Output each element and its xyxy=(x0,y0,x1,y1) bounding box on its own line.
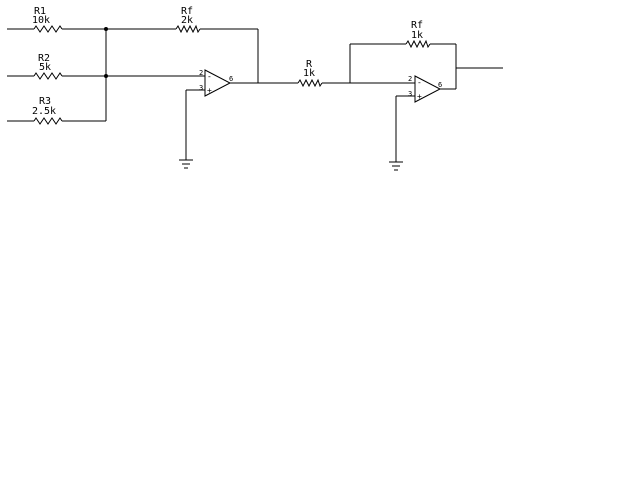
opamp-1 xyxy=(204,69,232,97)
r3-name: R3 xyxy=(39,96,51,107)
opamp2-pin-inv: 2 xyxy=(408,75,412,83)
opamp1-plus: + xyxy=(207,86,212,95)
r3-value: 2.5k xyxy=(32,106,56,117)
opamp1-pin-inv: 2 xyxy=(199,69,203,77)
ground-symbol xyxy=(389,161,403,171)
rf1-name: Rf xyxy=(181,6,193,17)
opamp-2 xyxy=(414,75,442,103)
r-value: 1k xyxy=(303,68,315,79)
opamp2-pin-out: 6 xyxy=(438,81,442,89)
rf2-name: Rf xyxy=(411,20,423,31)
ground-symbol xyxy=(179,159,193,169)
resistor-r2 xyxy=(33,72,63,80)
r2-value: 5k xyxy=(39,62,51,73)
resistor-r3 xyxy=(33,117,63,125)
r1-name: R1 xyxy=(34,6,46,17)
opamp1-pin-noninv: 3 xyxy=(199,84,203,92)
opamp1-minus: - xyxy=(207,72,212,81)
rf2-value: 1k xyxy=(411,30,423,41)
opamp2-plus: + xyxy=(417,92,422,101)
resistor-r1 xyxy=(33,25,63,33)
r1-value: 10k xyxy=(32,15,50,26)
opamp2-minus: - xyxy=(417,78,422,87)
r2-name: R2 xyxy=(38,53,50,64)
resistor-rf1 xyxy=(175,24,201,34)
resistor-r xyxy=(297,78,323,88)
resistor-rf2 xyxy=(405,39,431,49)
rf1-value: 2k xyxy=(181,15,193,26)
r-name: R xyxy=(306,59,313,70)
opamp1-pin-out: 6 xyxy=(229,75,233,83)
opamp2-pin-noninv: 3 xyxy=(408,90,412,98)
